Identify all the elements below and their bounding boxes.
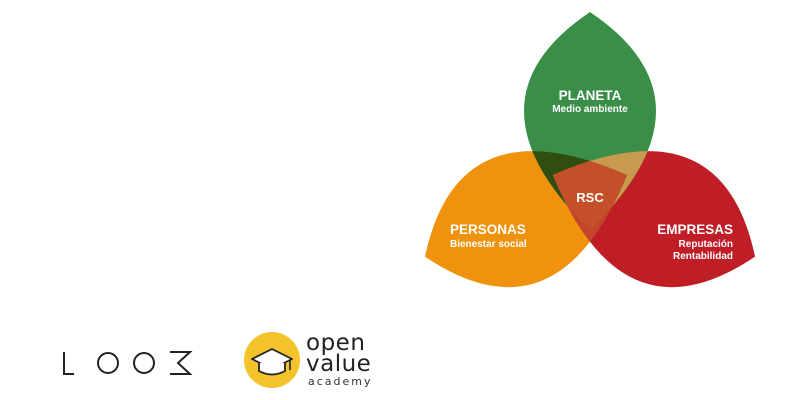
graduation-cap-icon [251,348,293,376]
logo-word-open: open [306,330,366,356]
loom-letter-o2 [133,352,155,374]
personas-subtitle: Bienestar social [450,239,527,250]
loom-letter-l [63,352,74,375]
empresas-title: EMPRESAS [657,222,733,237]
center-rsc-region [552,151,628,230]
personas-title: PERSONAS [450,222,526,237]
loom-letter-o1 [97,352,119,374]
open-value-academy-logo: open value academy [240,330,400,392]
logo-word-value: value [306,351,372,377]
loom-logo [63,351,193,375]
planeta-title: PLANETA [559,88,622,103]
empresas-line2: Rentabilidad [673,251,733,262]
loom-letter-m [170,351,193,375]
rsc-label: RSC [576,190,604,205]
empresas-line1: Reputación [679,239,733,250]
planeta-subtitle: Medio ambiente [552,104,628,115]
logo-word-academy: academy [308,375,373,388]
